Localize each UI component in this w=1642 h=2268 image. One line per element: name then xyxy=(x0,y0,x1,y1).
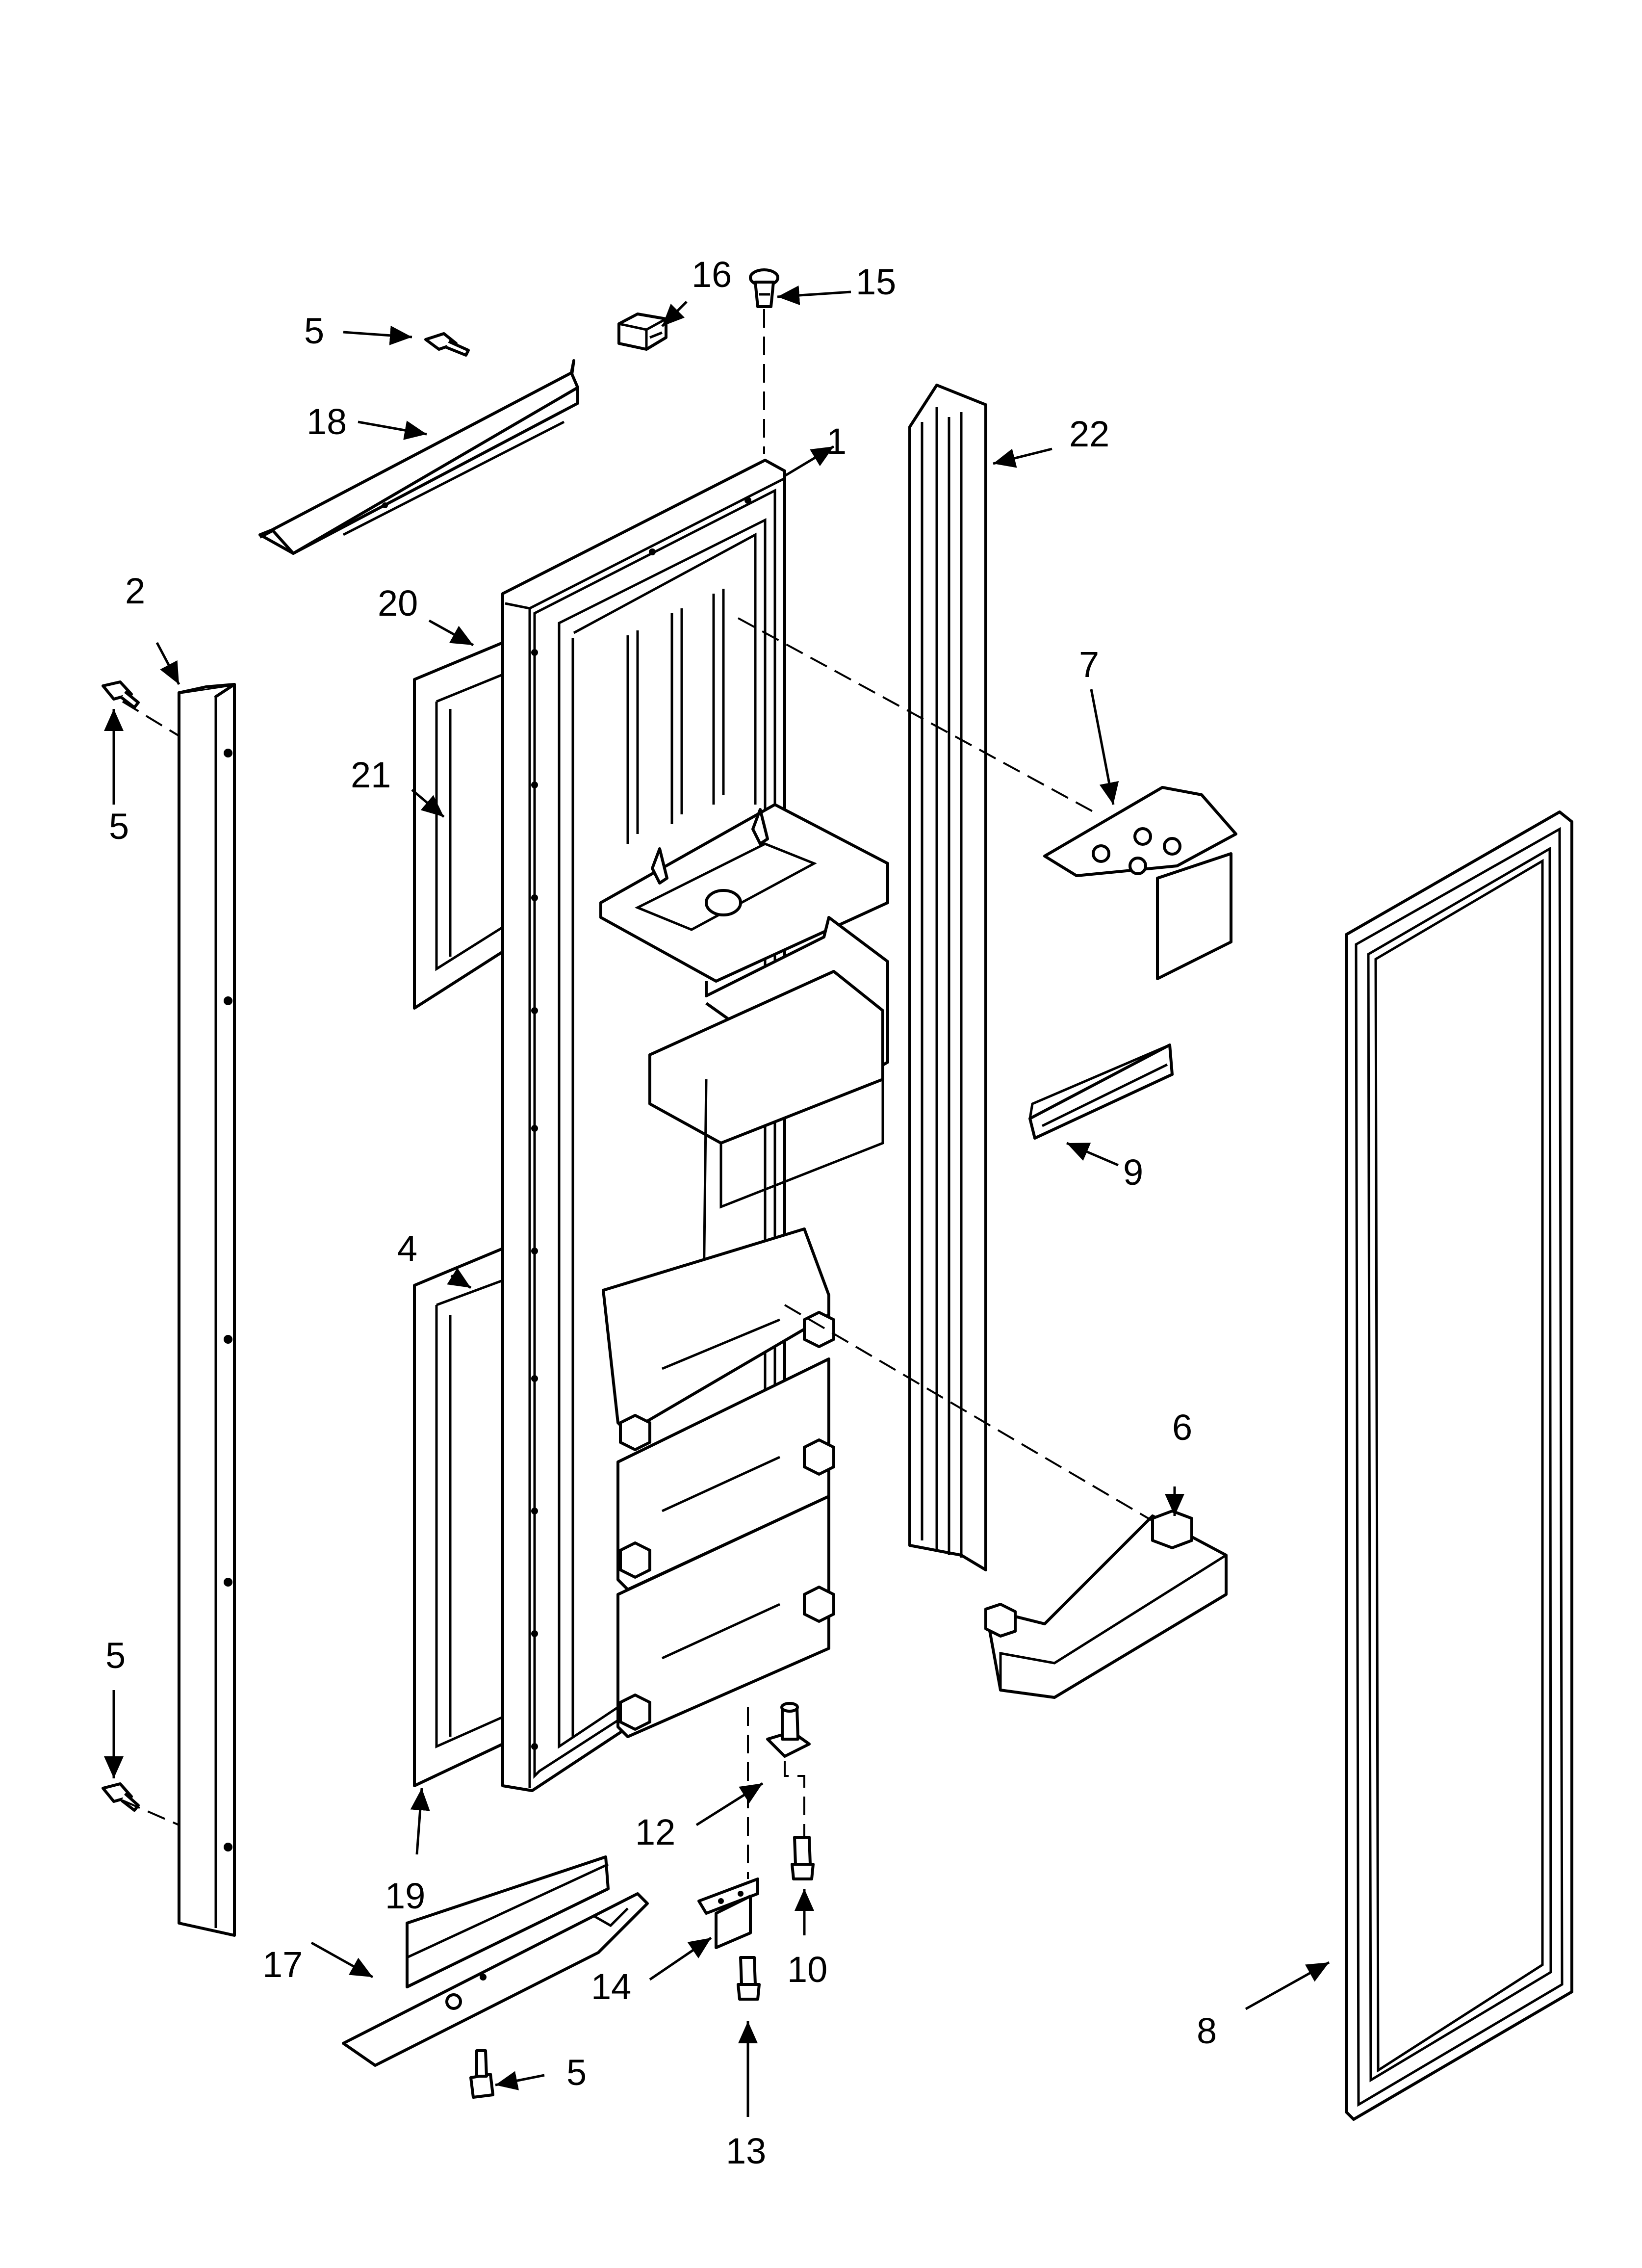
callout-16: 16 xyxy=(692,254,732,295)
callout-7: 7 xyxy=(1079,644,1099,685)
callout-5-bottom: 5 xyxy=(566,2052,587,2093)
leader-arrows xyxy=(104,286,1330,2117)
callout-20: 20 xyxy=(378,583,418,624)
part-19-lower-panel xyxy=(413,1247,504,1787)
part-14-hinge-bracket xyxy=(697,1877,759,1949)
part-5-screw-left-top xyxy=(102,680,140,709)
part-12-hinge-pin xyxy=(766,1702,811,1758)
callout-6: 6 xyxy=(1172,1407,1192,1448)
callout-12: 12 xyxy=(635,1812,675,1852)
callout-22: 22 xyxy=(1069,414,1109,454)
callout-8: 8 xyxy=(1197,2010,1217,2051)
callout-19: 19 xyxy=(385,1876,425,1916)
part-22-right-strip xyxy=(908,384,987,1571)
part-5-screw-left-bottom xyxy=(102,1782,140,1812)
part-1-door-liner xyxy=(501,459,889,1792)
part-2-left-trim xyxy=(178,683,236,1937)
part-10-screw xyxy=(791,1836,815,1880)
callout-5-left-top: 5 xyxy=(109,806,129,847)
part-5-screw-bottom xyxy=(469,2049,494,2099)
part-6-door-bin xyxy=(984,1510,1228,1699)
part-5-screw-top xyxy=(424,332,470,357)
callout-17: 17 xyxy=(262,1944,303,1985)
part-17-bottom-trim xyxy=(342,1855,649,2067)
part-15-plug xyxy=(749,268,779,308)
callout-5-left-bottom: 5 xyxy=(105,1635,126,1676)
callout-2: 2 xyxy=(125,571,145,611)
callout-labels: 1 2 4 5 5 5 5 6 7 8 9 10 12 13 14 15 16 … xyxy=(105,254,1217,2171)
callout-1: 1 xyxy=(826,421,847,462)
callout-21: 21 xyxy=(351,755,391,795)
callout-4: 4 xyxy=(397,1228,417,1269)
callout-15: 15 xyxy=(856,261,896,302)
callout-10: 10 xyxy=(787,1949,827,1990)
callout-9: 9 xyxy=(1123,1152,1143,1193)
callout-5-top: 5 xyxy=(304,311,324,351)
part-8-gasket xyxy=(1345,810,1573,2121)
part-13-screw xyxy=(737,1956,761,2001)
part-20-upper-panel xyxy=(413,641,504,1010)
part-16-connector xyxy=(617,313,667,351)
part-9-rail xyxy=(1028,1043,1174,1140)
part-7-hinge-plate xyxy=(1043,786,1237,980)
part-18-top-trim xyxy=(258,359,579,555)
callout-18: 18 xyxy=(307,401,347,442)
callout-14: 14 xyxy=(591,1966,631,2007)
callout-13: 13 xyxy=(726,2131,766,2171)
